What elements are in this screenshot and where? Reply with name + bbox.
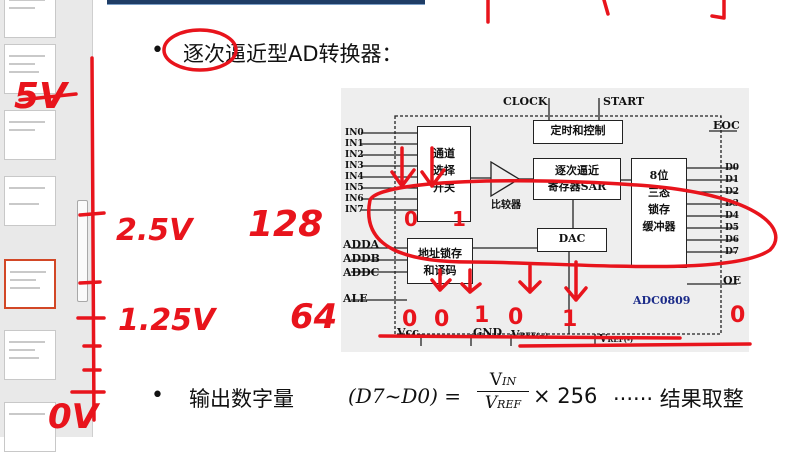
sar-line1: 逐次逼近 bbox=[555, 164, 599, 177]
input-pin-label: IN6 bbox=[345, 194, 364, 204]
output-pin-label: D3 bbox=[725, 199, 740, 209]
slide-thumbnail[interactable] bbox=[4, 176, 56, 226]
numerator-v: V bbox=[489, 370, 503, 390]
tristate-latch-block: 8位 三态 锁存 缓冲器 bbox=[631, 158, 687, 268]
input-pin-label: IN5 bbox=[345, 183, 364, 193]
input-pin-label: IN7 bbox=[345, 205, 364, 215]
denominator-v: V bbox=[484, 393, 498, 413]
input-pin-label: IN0 bbox=[345, 128, 364, 138]
bullet-dot: • bbox=[151, 383, 164, 408]
sar-line2: 寄存器SAR bbox=[547, 180, 607, 193]
input-pin-label: IN2 bbox=[345, 150, 364, 160]
vref-minus-sub: REF(-) bbox=[607, 335, 634, 344]
bullet-text-adc: 逐次逼近型AD转换器： bbox=[183, 42, 403, 66]
chip-model-label: ADC0809 bbox=[633, 294, 691, 307]
output-pin-label: D4 bbox=[725, 211, 740, 221]
fraction-bar bbox=[477, 391, 529, 392]
dac-block: DAC bbox=[537, 228, 607, 252]
start-pin-label: START bbox=[603, 95, 645, 108]
ale-pin-label: ALE bbox=[343, 292, 368, 305]
slide-thumbnail[interactable] bbox=[4, 44, 56, 94]
output-pin-label: D2 bbox=[725, 187, 740, 197]
addc-pin-label: ADDC bbox=[343, 266, 380, 279]
clock-pin-label: CLOCK bbox=[503, 95, 548, 108]
latch-line2: 三态 bbox=[648, 186, 670, 199]
channel-select-line2: 选择 bbox=[433, 164, 455, 177]
output-pin-label: D5 bbox=[725, 223, 740, 233]
vref-minus-label: VREF(-) bbox=[599, 332, 633, 345]
formula-tail: ······ 结果取整 bbox=[613, 387, 744, 411]
slide-thumbnail[interactable] bbox=[4, 110, 56, 160]
input-pin-label: IN3 bbox=[345, 161, 364, 171]
output-pin-label: D7 bbox=[725, 247, 740, 257]
adc0809-block-diagram: CLOCK START EOC 定时和控制 通道 选择 开关 逐次逼近 寄存器S… bbox=[341, 88, 749, 352]
slide-canvas: • 逐次逼近型AD转换器： bbox=[93, 0, 811, 437]
vref-plus-main: V bbox=[511, 328, 520, 341]
gnd-pin-label: GND bbox=[473, 326, 502, 339]
timing-control-block: 定时和控制 bbox=[533, 120, 623, 144]
formula-numerator: VIN bbox=[477, 370, 529, 390]
addb-pin-label: ADDB bbox=[343, 252, 380, 265]
thumbnail-scrollbar[interactable] bbox=[77, 200, 88, 302]
formula-lhs: (D7~D0) = bbox=[348, 384, 461, 408]
input-pin-label: IN1 bbox=[345, 139, 364, 149]
bullet-dot: • bbox=[151, 38, 164, 63]
address-latch-block: 地址锁存 和译码 bbox=[407, 238, 473, 284]
latch-line4: 缓冲器 bbox=[642, 220, 676, 233]
numerator-sub: IN bbox=[502, 375, 517, 388]
formula-denominator: VREF bbox=[477, 393, 529, 413]
vcc-pin-label: Vcc bbox=[397, 326, 419, 339]
latch-line1: 8位 bbox=[649, 169, 669, 182]
comparator-label: 比较器 bbox=[491, 200, 521, 211]
channel-select-line3: 开关 bbox=[433, 181, 455, 194]
output-pin-label: D0 bbox=[725, 163, 740, 173]
slide-thumbnail[interactable] bbox=[4, 402, 56, 452]
oe-pin-label: OE bbox=[723, 274, 741, 287]
vref-minus-main: V bbox=[599, 332, 608, 345]
latch-line3: 锁存 bbox=[648, 203, 670, 216]
formula-fraction: VIN VREF bbox=[477, 370, 529, 413]
output-pin-label: D1 bbox=[725, 175, 740, 185]
slide-thumbnail[interactable] bbox=[4, 0, 56, 38]
formula-rhs: × 256 bbox=[533, 384, 598, 408]
slide-title-bar bbox=[107, 0, 425, 5]
slide-thumbnail-selected[interactable] bbox=[4, 259, 56, 309]
bullet-text-output: 输出数字量 bbox=[189, 387, 294, 411]
adda-pin-label: ADDA bbox=[343, 238, 380, 251]
eoc-pin-label: EOC bbox=[713, 119, 740, 132]
sar-block: 逐次逼近 寄存器SAR bbox=[533, 158, 621, 200]
slide-thumbnail-panel bbox=[0, 0, 93, 452]
channel-select-line1: 通道 bbox=[433, 147, 455, 160]
channel-select-block: 通道 选择 开关 bbox=[417, 126, 471, 222]
slide-thumbnail[interactable] bbox=[4, 330, 56, 380]
vref-plus-label: VREF(+) bbox=[511, 328, 548, 341]
addr-latch-line2: 和译码 bbox=[423, 264, 457, 277]
output-pin-label: D6 bbox=[725, 235, 740, 245]
addr-latch-line1: 地址锁存 bbox=[418, 247, 462, 260]
denominator-sub: REF bbox=[497, 398, 522, 411]
input-pin-label: IN4 bbox=[345, 172, 364, 182]
vref-plus-sub: REF(+) bbox=[519, 331, 549, 340]
